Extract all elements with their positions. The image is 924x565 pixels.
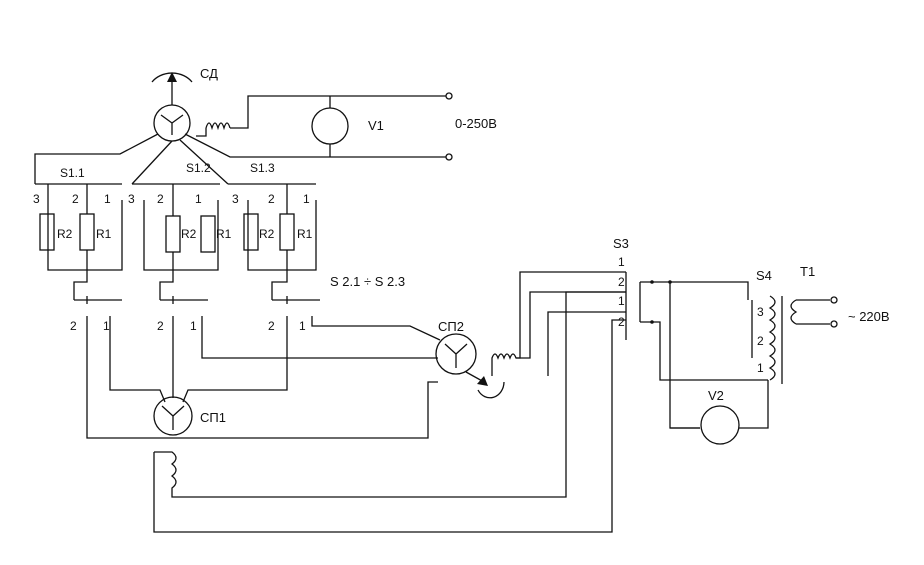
s4-pos3: 3 (757, 305, 764, 319)
s4-pos2: 2 (757, 334, 764, 348)
v2-label: V2 (708, 388, 724, 403)
v2-meter (670, 380, 769, 445)
sp2-label: СП2 (438, 319, 464, 334)
s2-1-pos2: 2 (70, 319, 77, 333)
s1-2-pos2: 2 (157, 192, 164, 206)
s1-1-pos1: 1 (104, 192, 111, 206)
s1-2-pos3: 3 (128, 192, 135, 206)
s1-3-pos3: 3 (232, 192, 239, 206)
s2-1-pos1: 1 (103, 319, 110, 333)
mains-label: ~ 220В (848, 309, 890, 324)
s3-pos2b: 2 (618, 315, 625, 329)
s2-2-pos2: 2 (157, 319, 164, 333)
switch-s3 (625, 272, 768, 429)
switch-s2-row (74, 296, 320, 304)
r1-label-3: R1 (297, 227, 313, 241)
s1-3-pos2: 2 (268, 192, 275, 206)
s2-3-pos2: 2 (268, 319, 275, 333)
s4-label: S4 (756, 268, 772, 283)
switch-s1-1 (35, 183, 123, 300)
s3-pos2: 2 (618, 275, 625, 289)
s1-2-label: S1.2 (186, 161, 211, 175)
r1-label-2: R1 (216, 227, 232, 241)
switch-s1-2 (132, 183, 220, 300)
lower-coil (153, 291, 626, 533)
s1-3-pos1: 1 (303, 192, 310, 206)
v1-meter (311, 96, 349, 157)
sp2-selsyn (435, 333, 505, 399)
sd-selsyn (151, 72, 193, 142)
v1-label: V1 (368, 118, 384, 133)
r2-label-3: R2 (259, 227, 275, 241)
r2-label-2: R2 (181, 227, 197, 241)
s2-3-pos1: 1 (299, 319, 306, 333)
sp1-label: СП1 (200, 410, 226, 425)
s1-1-pos3: 3 (33, 192, 40, 206)
voltage-range-label: 0-250В (455, 116, 497, 131)
sd-coil (196, 92, 453, 137)
transformer-t1 (768, 295, 838, 384)
switch-s4 (670, 281, 753, 358)
s1-1-pos2: 2 (72, 192, 79, 206)
sp1-selsyn (153, 396, 193, 436)
r1-label-1: R1 (96, 227, 112, 241)
switch-s1-3 (228, 183, 317, 300)
s3-label: S3 (613, 236, 629, 251)
t1-label: T1 (800, 264, 815, 279)
s2-label: S 2.1 ÷ S 2.3 (330, 274, 405, 289)
s3-pos1b: 1 (618, 294, 625, 308)
s2-2-pos1: 1 (190, 319, 197, 333)
s4-pos1: 1 (757, 361, 764, 375)
s1-1-label: S1.1 (60, 166, 85, 180)
s1-3-label: S1.3 (250, 161, 275, 175)
r2-label-1: R2 (57, 227, 73, 241)
s3-pos1: 1 (618, 255, 625, 269)
sd-label: СД (200, 66, 218, 81)
s1-2-pos1: 1 (195, 192, 202, 206)
